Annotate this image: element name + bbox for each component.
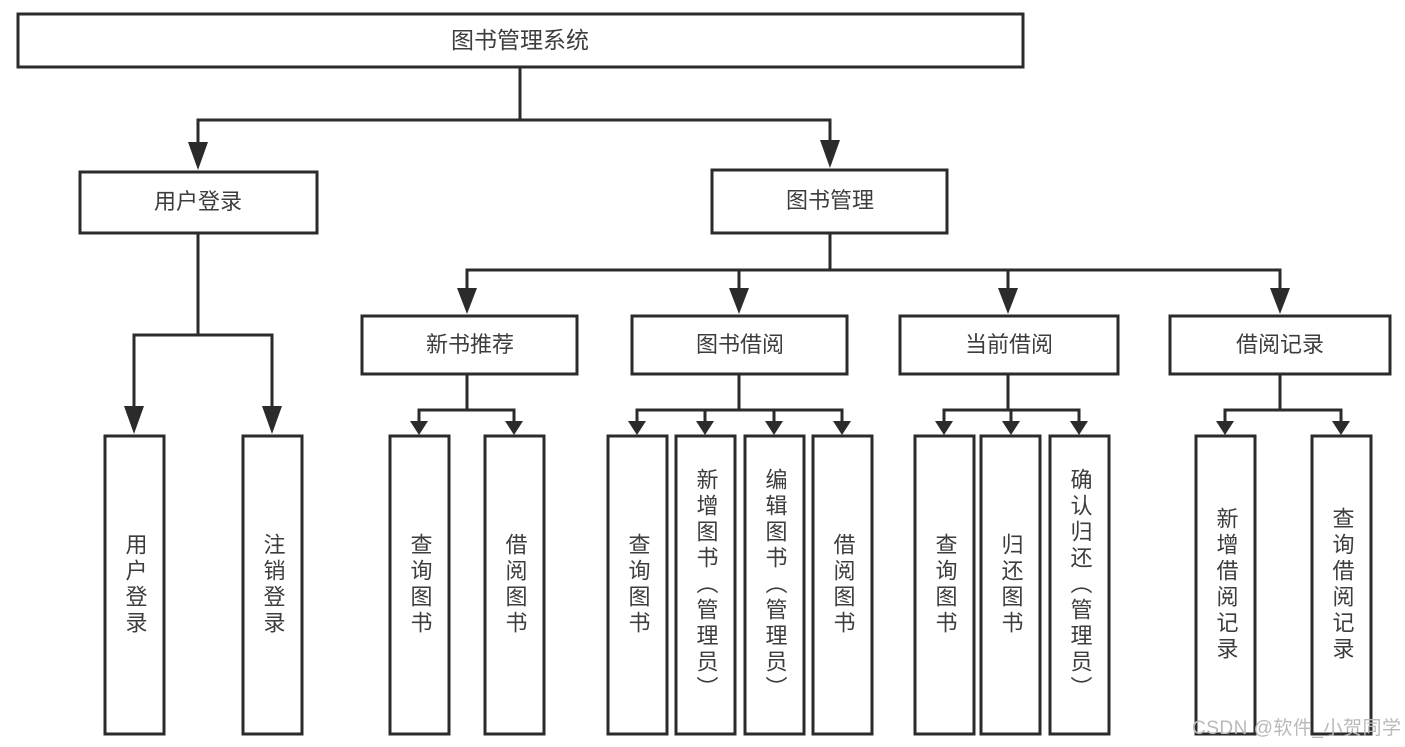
node-leaf-borrow-book-bw[interactable] [811,434,874,736]
node-leaf-query-book-cb[interactable] [913,434,976,736]
node-leaf-user-login[interactable] [103,434,166,736]
arrowhead-layer [124,140,1350,435]
arrowhead-leaf-rc-2 [1332,421,1350,435]
arrowhead-leaf-rc-1 [1216,421,1234,435]
arrowhead-leaf-bw-1 [628,421,646,435]
node-new-book-recommend[interactable] [360,314,579,376]
node-leaf-return-book[interactable] [979,434,1042,736]
node-current-borrow[interactable] [898,314,1120,376]
node-book-borrow[interactable] [630,314,849,376]
connector-layer [132,65,1343,423]
arrowhead-leaf-logout [262,406,282,434]
node-leaf-logout[interactable] [241,434,304,736]
arrowhead-leaf-user-login [124,406,144,434]
node-leaf-confirm-return-admin[interactable] [1048,434,1111,736]
arrowhead-leaf-bw-4 [833,421,851,435]
node-borrow-records-label: 借阅记录 [1236,332,1324,357]
node-current-borrow-label: 当前借阅 [965,332,1053,357]
arrowhead-leaf-cb-1 [935,421,953,435]
arrowhead-leaf-bw-2 [696,421,714,435]
node-book-management[interactable] [710,168,949,235]
watermark: CSDN @软件_小贺同学 [1192,718,1402,739]
node-leaf-query-borrow-record[interactable] [1310,434,1373,736]
node-leaf-edit-book-admin[interactable] [743,434,806,736]
arrowhead-book-mgmt [820,140,840,168]
arrowhead-leaf-cb-3 [1070,421,1088,435]
node-root[interactable] [16,12,1025,69]
arrowhead-new-book [457,288,477,314]
node-new-book-recommend-label: 新书推荐 [426,332,514,357]
arrowhead-user-login [188,142,208,170]
node-book-borrow-label: 图书借阅 [696,332,784,357]
arrowhead-leaf-nb-1 [410,421,428,435]
arrowhead-leaf-bw-3 [765,421,783,435]
node-borrow-records[interactable] [1168,314,1392,376]
arrowhead-borrow [729,288,749,314]
arrowhead-leaf-nb-2 [505,421,523,435]
node-layer: 图书管理系统 用户登录 图书管理 新书推荐 图书借阅 当前借阅 借阅记录 [16,12,1392,736]
node-leaf-add-borrow-record[interactable] [1194,434,1257,736]
node-leaf-borrow-book-nb[interactable] [483,434,546,736]
node-root-label: 图书管理系统 [451,27,589,53]
node-book-management-label: 图书管理 [786,188,874,213]
arrowhead-records [1270,288,1290,314]
arrowhead-current [998,288,1018,314]
node-leaf-query-book-bw[interactable] [606,434,669,736]
node-leaf-add-book-admin[interactable] [674,434,737,736]
arrowhead-leaf-cb-2 [1002,421,1020,435]
node-user-login-label: 用户登录 [154,189,242,214]
node-leaf-query-book-nb[interactable] [388,434,451,736]
node-user-login[interactable] [78,170,319,235]
